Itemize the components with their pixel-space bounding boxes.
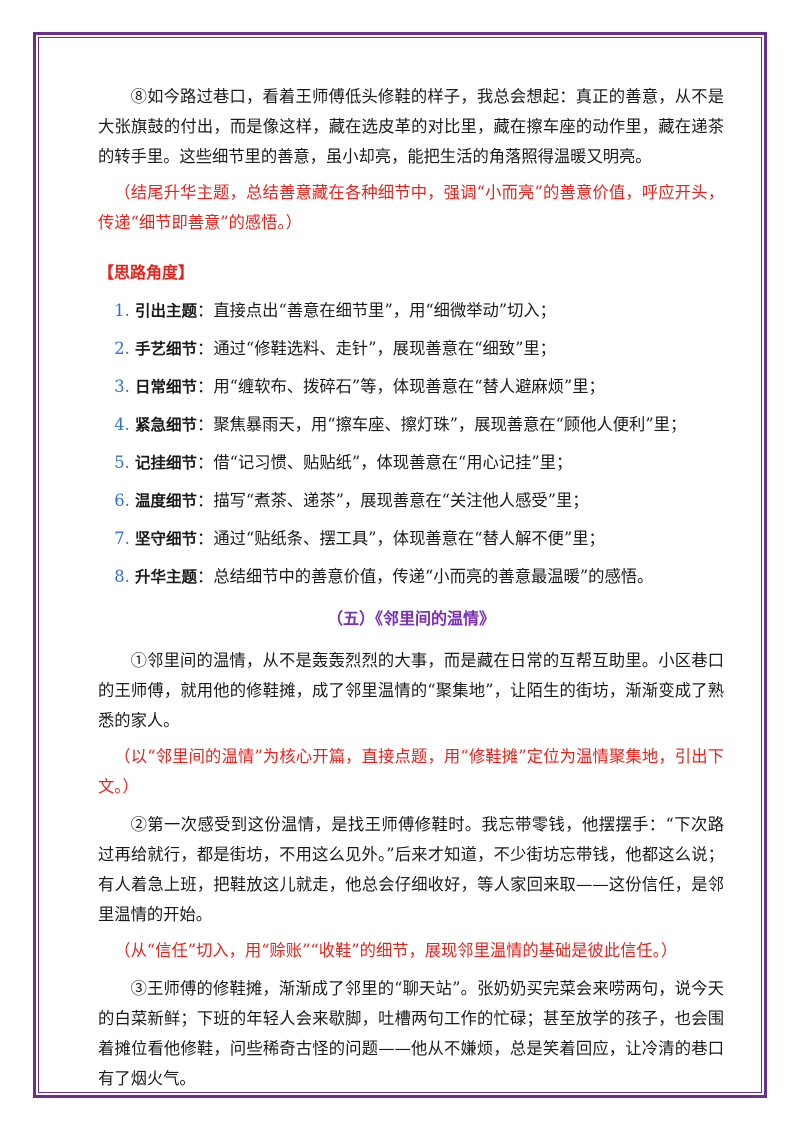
approach-list: 1. 引出主题：直接点出“善意在细节里”，用“细微举动”切入； 2. 手艺细节：… [98, 296, 724, 592]
list-number: 3. [114, 377, 130, 396]
list-text: ：直接点出“善意在细节里”，用“细微举动”切入； [197, 301, 556, 320]
list-key: 坚守细节 [135, 530, 198, 548]
list-text: ：通过“修鞋选料、走针”，展现善意在“细致”里； [197, 339, 556, 358]
document-body: ⑧如今路过巷口，看着王师傅低头修鞋的样子，我总会想起：真正的善意，从不是大张旗鼓… [98, 82, 724, 1094]
page-border-outer [33, 32, 767, 1098]
list-key: 引出主题 [135, 302, 198, 320]
list-item: 2. 手艺细节：通过“修鞋选料、走针”，展现善意在“细致”里； [98, 334, 724, 364]
paragraph-8-note: （结尾升华主题，总结善意藏在各种细节中，强调“小而亮”的善意价值，呼应开头，传递… [98, 183, 724, 232]
paragraph-8: ⑧如今路过巷口，看着王师傅低头修鞋的样子，我总会想起：真正的善意，从不是大张旗鼓… [98, 87, 724, 166]
list-text: ：描写“煮茶、递茶”，展现善意在“关注他人感受”里； [197, 491, 589, 510]
paragraph-2: ②第一次感受到这份温情，是找王师傅修鞋时。我忘带零钱，他摆摆手：“下次路过再给就… [98, 815, 724, 924]
paragraph-1: ①邻里间的温情，从不是轰轰烈烈的大事，而是藏在日常的互帮互助里。小区巷口的王师傅… [98, 651, 724, 730]
list-text: ：借“记习惯、贴贴纸”，体现善意在“用心记挂”里； [197, 453, 573, 472]
section-title: （五）《邻里间的温情》 [326, 609, 495, 628]
list-number: 6. [114, 491, 130, 510]
list-key: 记挂细节 [135, 454, 198, 472]
list-item: 5. 记挂细节：借“记习惯、贴贴纸”，体现善意在“用心记挂”里； [98, 448, 724, 478]
page-border-inner [38, 37, 762, 1093]
list-number: 2. [114, 339, 130, 358]
paragraph-1-note: （以“邻里间的温情”为核心开篇，直接点题，用“修鞋摊”定位为温情聚集地，引出下文… [98, 747, 724, 796]
list-number: 5. [114, 453, 130, 472]
list-key: 温度细节 [135, 492, 198, 510]
list-key: 日常细节 [135, 378, 198, 396]
approach-heading: 【思路角度】 [98, 263, 195, 282]
list-key: 紧急细节 [135, 416, 198, 434]
list-key: 手艺细节 [135, 340, 198, 358]
list-number: 8. [114, 567, 130, 586]
list-item: 4. 紧急细节：聚焦暴雨天，用“擦车座、擦灯珠”，展现善意在“顾他人便利”里； [98, 410, 724, 440]
list-item: 7. 坚守细节：通过“贴纸条、摆工具”，体现善意在“替人解不便”里； [98, 524, 724, 554]
list-number: 1. [114, 301, 130, 320]
list-key: 升华主题 [135, 568, 198, 586]
list-item: 6. 温度细节：描写“煮茶、递茶”，展现善意在“关注他人感受”里； [98, 486, 724, 516]
list-item: 1. 引出主题：直接点出“善意在细节里”，用“细微举动”切入； [98, 296, 724, 326]
list-text: ：用“缠软布、拨碎石”等，体现善意在“替人避麻烦”里； [197, 377, 605, 396]
list-item: 3. 日常细节：用“缠软布、拨碎石”等，体现善意在“替人避麻烦”里； [98, 372, 724, 402]
paragraph-2-note: （从“信任”切入，用“赊账”“收鞋”的细节，展现邻里温情的基础是彼此信任。） [114, 941, 678, 960]
list-text: ：聚焦暴雨天，用“擦车座、擦灯珠”，展现善意在“顾他人便利”里； [197, 415, 687, 434]
list-number: 7. [114, 529, 130, 548]
paragraph-3: ③王师傅的修鞋摊，渐渐成了邻里的“聊天站”。张奶奶买完菜会来唠两句，说今天的白菜… [98, 979, 724, 1088]
list-number: 4. [114, 415, 130, 434]
list-text: ：通过“贴纸条、摆工具”，体现善意在“替人解不便”里； [197, 529, 605, 548]
list-item: 8. 升华主题：总结细节中的善意价值，传递“小而亮的善意最温暖”的感悟。 [98, 562, 724, 592]
list-text: ：总结细节中的善意价值，传递“小而亮的善意最温暖”的感悟。 [197, 567, 654, 586]
